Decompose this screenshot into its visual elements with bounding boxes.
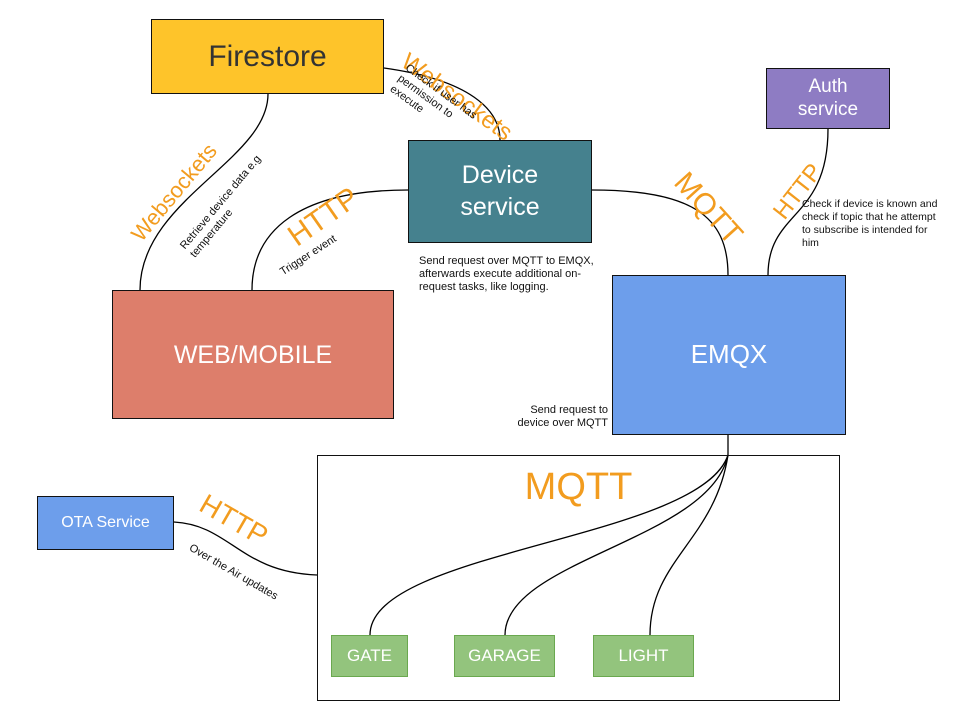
connector-web-device: [251, 189, 409, 291]
connector-mqtt-gate: [369, 454, 729, 636]
mqtt-group-label: MQTT: [524, 466, 633, 508]
light-label: LIGHT: [618, 645, 669, 665]
web-mobile-node: WEB/MOBILE: [112, 290, 394, 419]
garage-node: GARAGE: [454, 635, 555, 677]
garage-label: GARAGE: [468, 645, 541, 665]
connector-ota-mqtt: [173, 521, 318, 576]
web-mobile-label: WEB/MOBILE: [173, 340, 333, 369]
note-device-service: Send request over MQTT to EMQX, afterwar…: [419, 255, 594, 293]
note-emqx: Send request to device over MQTT: [517, 404, 608, 429]
connector-device-emqx: [591, 189, 729, 276]
connector-mqtt-light: [649, 454, 729, 636]
device-service-node: Device service: [408, 140, 592, 243]
emqx-node: EMQX: [612, 275, 846, 435]
emqx-label: EMQX: [690, 339, 768, 370]
ota-service-node: OTA Service: [37, 496, 174, 550]
auth-service-node: Auth service: [766, 68, 890, 129]
note-auth: Check if device is known and check if to…: [802, 198, 938, 249]
light-node: LIGHT: [593, 635, 694, 677]
connector-firestore-device: [383, 67, 501, 141]
auth-service-label: Auth service: [797, 75, 859, 120]
connector-firestore-web: [139, 93, 269, 291]
gate-label: GATE: [346, 645, 393, 665]
firestore-node: Firestore: [151, 19, 384, 94]
ota-service-label: OTA Service: [61, 514, 150, 532]
gate-node: GATE: [331, 635, 408, 677]
connector-auth-emqx: [767, 128, 829, 276]
mqtt-group: MQTT: [317, 455, 840, 701]
connector-mqtt-garage: [504, 454, 729, 636]
firestore-label: Firestore: [208, 39, 327, 73]
device-service-label: Device service: [460, 161, 540, 221]
